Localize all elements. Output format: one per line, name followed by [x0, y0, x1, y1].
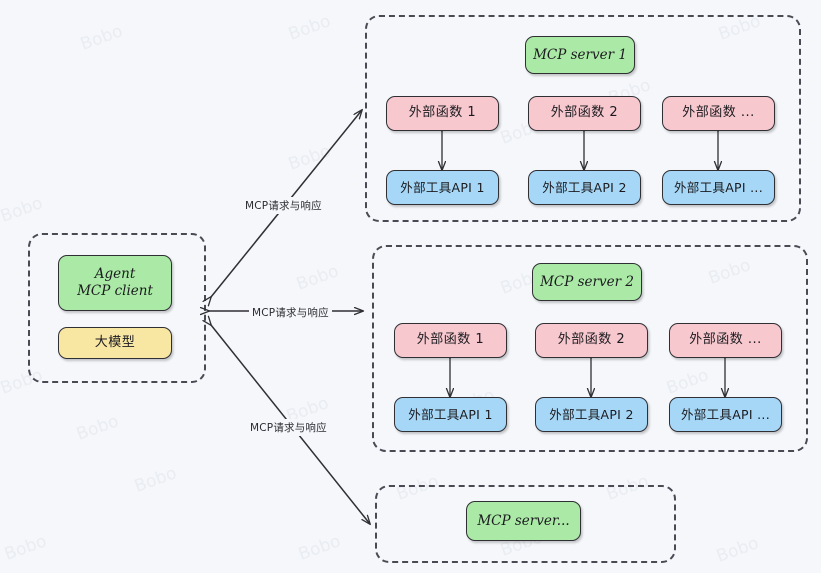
server-2-api-1[interactable]: 外部工具API 1: [394, 397, 507, 432]
server-2-panel: [372, 245, 808, 452]
watermark-text: Bobo: [77, 21, 126, 55]
server-1-api-1[interactable]: 外部工具API 1: [386, 170, 499, 205]
server-1-title[interactable]: MCP server 1: [525, 36, 635, 74]
server-more-title[interactable]: MCP server...: [466, 501, 581, 541]
watermark-text: Bobo: [293, 261, 342, 295]
watermark-text: Bobo: [295, 531, 344, 565]
server-2-function-2[interactable]: 外部函数 2: [535, 323, 648, 358]
server-2-api-2[interactable]: 外部工具API 2: [535, 397, 648, 432]
server-1-api-2[interactable]: 外部工具API 2: [528, 170, 641, 205]
watermark-text: Bobo: [1, 531, 50, 565]
server-1-function-1[interactable]: 外部函数 1: [386, 96, 499, 131]
watermark-text: Bobo: [285, 11, 334, 45]
server-2-function-1[interactable]: 外部函数 1: [394, 323, 507, 358]
watermark-text: Bobo: [73, 411, 122, 445]
server-1-api-3[interactable]: 外部工具API ...: [662, 170, 775, 205]
watermark-text: Bobo: [713, 533, 762, 567]
agent-mcp-client-node[interactable]: Agent MCP client: [58, 255, 172, 311]
server-more-panel: [375, 485, 676, 563]
watermark-text: Bobo: [131, 463, 180, 497]
server-2-function-3[interactable]: 外部函数 ...: [669, 323, 782, 358]
connector-label-server-more: MCP请求与响应: [247, 419, 330, 436]
watermark-text: Bobo: [0, 193, 46, 227]
server-1-panel: [365, 15, 801, 222]
connector-label-server-2: MCP请求与响应: [249, 304, 332, 321]
connector-label-server-1: MCP请求与响应: [242, 197, 325, 214]
server-1-function-3[interactable]: 外部函数 ...: [662, 96, 775, 131]
large-model-node[interactable]: 大模型: [58, 327, 172, 359]
server-1-function-2[interactable]: 外部函数 2: [528, 96, 641, 131]
server-2-api-3[interactable]: 外部工具API ...: [669, 397, 782, 432]
watermark-text: Bobo: [285, 141, 334, 175]
server-2-title[interactable]: MCP server 2: [532, 263, 642, 301]
